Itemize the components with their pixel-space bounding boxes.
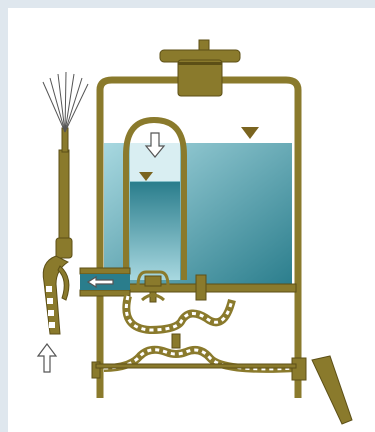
flow-arrow-outlet bbox=[86, 275, 114, 289]
inner-dome-chamber bbox=[123, 116, 187, 280]
inner-hose-upper-stripe bbox=[124, 295, 234, 332]
water-level-marker-column bbox=[139, 172, 153, 181]
flow-arrow-down bbox=[144, 132, 166, 158]
cap bbox=[159, 39, 241, 97]
outlet-channel bbox=[79, 267, 131, 297]
inner-hose-upper bbox=[122, 295, 236, 335]
base-rail bbox=[91, 357, 307, 381]
valve-assembly bbox=[136, 270, 207, 303]
flow-arrow-up bbox=[36, 343, 58, 373]
pump-stem bbox=[171, 333, 181, 349]
pump-lever bbox=[311, 355, 353, 425]
sprayer-wand bbox=[55, 127, 73, 259]
spray-nozzle bbox=[42, 71, 89, 133]
wand-handle-grip bbox=[42, 255, 70, 335]
water-level-marker-tank bbox=[241, 127, 259, 139]
inner-water-column bbox=[130, 182, 180, 280]
